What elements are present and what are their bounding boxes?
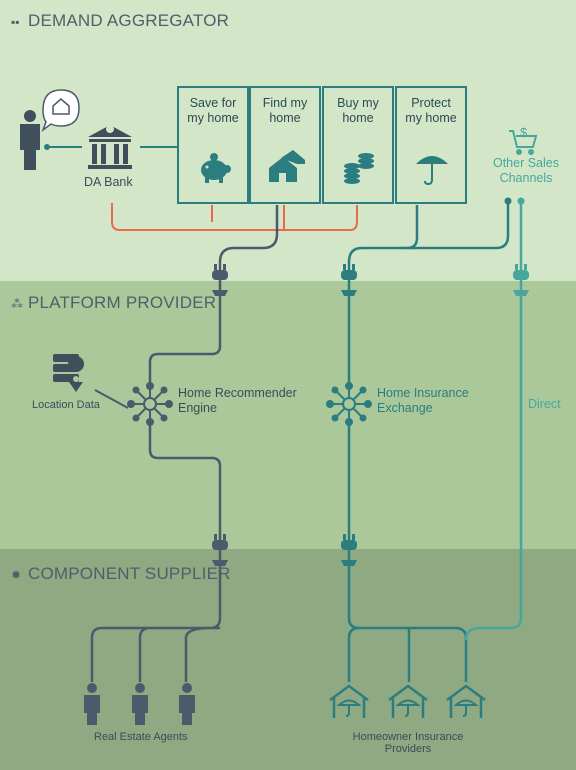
coins-icon [344, 153, 374, 184]
customer-icon [20, 89, 80, 170]
providers-feed-line [347, 420, 468, 682]
other-channels-label: Other Sales Channels [492, 156, 559, 185]
cog-icon: ✹ [11, 568, 22, 582]
direct-label: Direct [528, 397, 561, 411]
svg-text:$: $ [520, 125, 528, 140]
band-platform-provider [0, 281, 576, 549]
service-label: Find my home [262, 96, 308, 125]
agent-icon [84, 683, 195, 725]
providers-label: Homeowner Insurance Providers [352, 731, 464, 755]
location-data-label: Location Data [32, 399, 100, 411]
section-title-platform: PLATFORM PROVIDER [28, 293, 217, 312]
section-title-component: COMPONENT SUPPLIER [28, 564, 231, 583]
insurance-provider-icon [329, 684, 486, 718]
insurance-hub-icon [326, 382, 372, 426]
bank-icon [88, 125, 132, 169]
insurance-exchange-label: Home Insurance Exchange [377, 386, 469, 415]
bank-label: DA Bank [84, 175, 133, 189]
shopping-cart-dollar-icon: $ [509, 125, 538, 155]
database-location-icon [53, 354, 85, 392]
houses-icon [269, 150, 305, 182]
direct-line [464, 203, 523, 641]
agents-feed-line [90, 420, 222, 682]
service-label: Buy my home [337, 96, 379, 125]
recommender-label: Home Recommender Engine [178, 386, 297, 415]
group-icon: ▪▪ [11, 15, 20, 29]
umbrella-icon [416, 156, 448, 186]
orange-link-line [111, 203, 358, 231]
plug-connector [212, 264, 228, 296]
service-box-protect[interactable]: Protect my home [395, 86, 467, 204]
service-box-buy[interactable]: Buy my home [322, 86, 394, 204]
recommender-hub-icon [127, 382, 173, 426]
network-icon: ⁂ [11, 297, 23, 311]
service-label: Save for my home [187, 96, 239, 125]
section-title-demand: DEMAND AGGREGATOR [28, 11, 230, 30]
piggy-bank-icon [201, 153, 231, 183]
agents-label: Real Estate Agents [94, 731, 188, 743]
service-box-find[interactable]: Find my home [249, 86, 321, 204]
service-label: Protect my home [405, 96, 457, 125]
recommender-feed-line [148, 205, 279, 388]
service-box-save[interactable]: Save for my home [177, 86, 249, 204]
insurance-feed-line [347, 205, 419, 388]
band-component-supplier [0, 549, 576, 770]
